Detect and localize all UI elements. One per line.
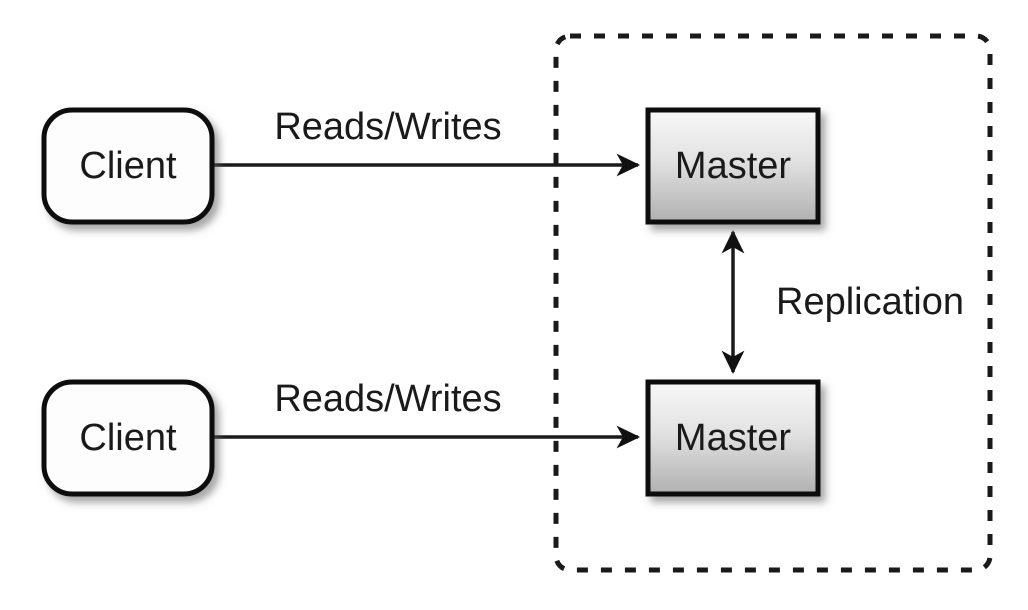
edge-label-replication: Replication (776, 281, 964, 323)
node-client-bottom[interactable] (41, 379, 215, 497)
node-label-master-top: Master (675, 145, 791, 187)
node-label-client-top: Client (79, 145, 177, 187)
node-label-master-bottom: Master (675, 417, 791, 459)
master-bottom-shape[interactable] (645, 379, 821, 497)
cluster-boundary (553, 33, 993, 573)
edge-label-reads-writes-top: Reads/Writes (274, 106, 501, 148)
master-top-shape[interactable] (645, 107, 821, 225)
edge-replication: Replication (721, 229, 964, 375)
node-client-top[interactable] (41, 107, 215, 225)
client-top-shape[interactable] (41, 107, 215, 225)
edge-reads-writes-top: Reads/Writes (214, 106, 641, 177)
edge-reads-writes-bottom: Reads/Writes (214, 378, 641, 449)
node-label-client-bottom: Client (79, 417, 177, 459)
client-bottom-shape[interactable] (41, 379, 215, 497)
node-master-top[interactable] (645, 107, 821, 225)
node-master-bottom[interactable] (645, 379, 821, 497)
edge-label-reads-writes-bottom: Reads/Writes (274, 378, 501, 420)
